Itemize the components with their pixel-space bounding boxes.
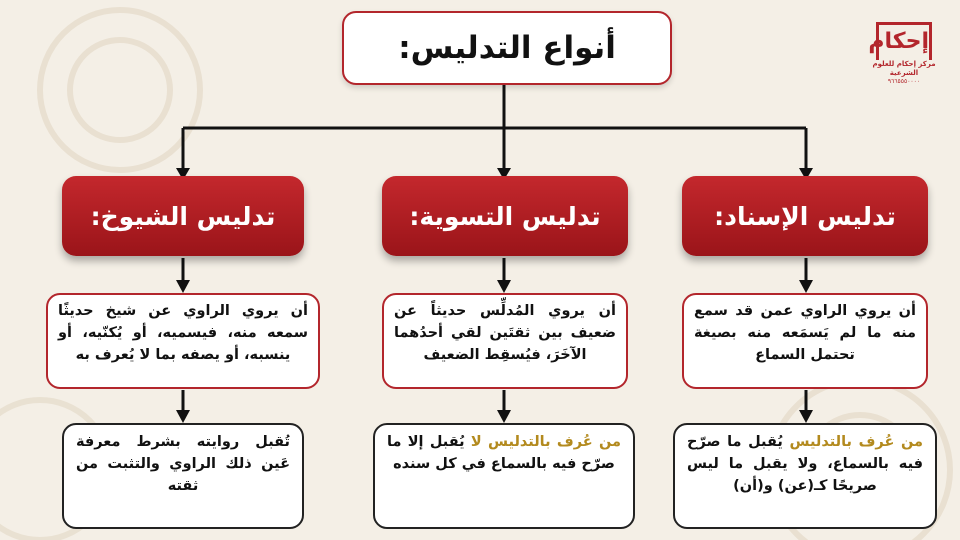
rule-shuyukh-text: تُقبل روايته بشرط معرفة عَين ذلك الراوي … [76, 434, 290, 494]
definition-shuyukh: أن يروي الراوي عن شيخ حديثًا سمعه منه، ف… [46, 293, 320, 389]
rule-taswiya-highlight: من عُرف بالتدليس لا [470, 434, 621, 450]
definition-isnad: أن يروي الراوي عمن قد سمع منه ما لم يَسم… [682, 293, 928, 389]
logo-number: ٩٦٦٥٥٥٠٠٠٠ [887, 78, 921, 85]
logo: إحكام مركز إحكام للعلوم الشرعية ٩٦٦٥٥٥٠٠… [866, 22, 942, 86]
rule-isnad: من عُرف بالتدليس يُقبل ما صرّح فيه بالسم… [673, 423, 937, 529]
type-heading-taswiya: تدليس التسوية: [382, 176, 628, 256]
rule-isnad-highlight: من عُرف بالتدليس [789, 434, 923, 450]
type-heading-shuyukh: تدليس الشيوخ: [62, 176, 304, 256]
logo-mark: إحكام [868, 22, 932, 60]
rule-taswiya-text: يُقبل إلا ما صرّح فيه بالسماع في كل سنده [387, 434, 615, 472]
diagram-title: أنواع التدليس: [342, 11, 672, 85]
rule-taswiya: من عُرف بالتدليس لا يُقبل إلا ما صرّح في… [373, 423, 635, 529]
rule-shuyukh: تُقبل روايته بشرط معرفة عَين ذلك الراوي … [62, 423, 304, 529]
logo-subtitle: مركز إحكام للعلوم الشرعية [872, 60, 936, 77]
definition-taswiya: أن يروي المُدلِّس حديثاً عن ضعيف بين ثقت… [382, 293, 628, 389]
rule-isnad-text: يُقبل ما صرّح فيه بالسماع، ولا يقبل ما ل… [687, 434, 923, 494]
type-heading-isnad: تدليس الإسناد: [682, 176, 928, 256]
